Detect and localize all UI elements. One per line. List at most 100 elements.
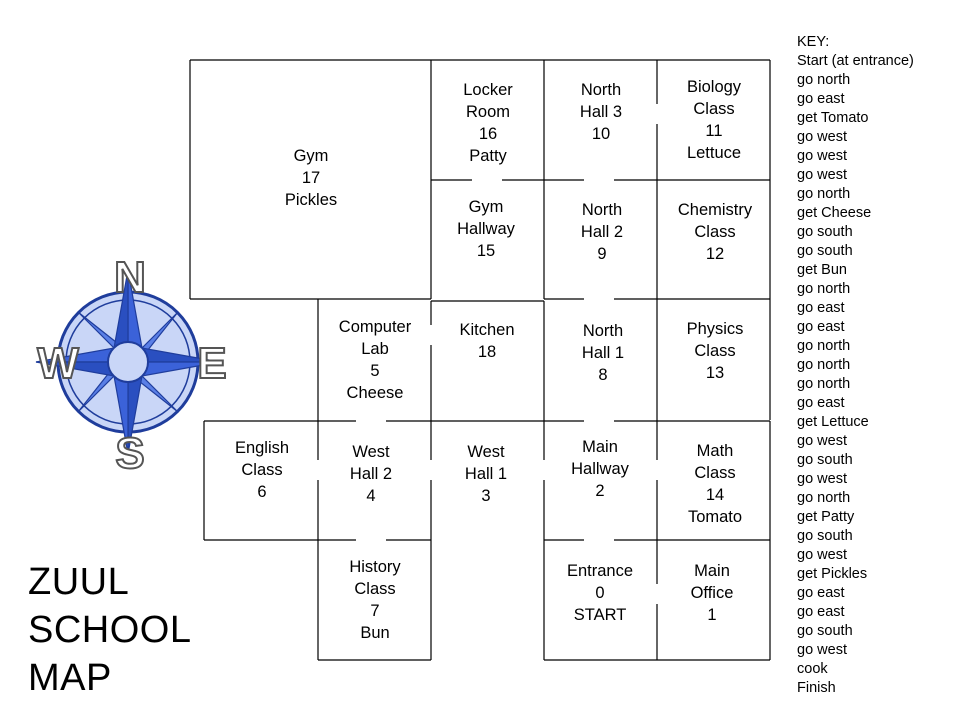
room-label-line: Biology [686,78,742,96]
room-label-line: English [234,439,290,457]
room-label-line: Bun [360,624,390,642]
room-label-line: Locker [463,81,513,99]
room-label-line: 9 [597,245,607,263]
room-label-line: North [580,81,622,99]
room-label-line: 13 [705,364,725,382]
room-label-line: 3 [481,487,491,505]
room-label-line: 16 [478,125,498,143]
key-step: go west [797,167,847,183]
room-label-line: Main [582,438,618,456]
room-label-line: Class [694,464,736,482]
compass-north-label: N [114,253,146,302]
map-title-line: ZUUL [28,561,130,603]
room-label-line: 15 [476,242,496,260]
room-label-line: Hallway [571,460,629,478]
room-label-line: Chemistry [677,201,753,219]
room-label-line: 2 [595,482,605,500]
room-label-line: North [581,201,623,219]
room-label-line: Tomato [687,508,743,526]
compass-west-label: W [37,339,79,388]
key-step: go east [797,319,845,335]
room-label-line: Gym [293,147,329,165]
key-step: go west [797,547,847,563]
key-step: Finish [797,680,836,696]
compass-south-label: S [115,429,144,474]
key-step: go south [797,623,853,639]
room-label-line: Computer [338,318,412,336]
key-step: go west [797,642,847,658]
room-label-line: 7 [370,602,380,620]
key-step: go south [797,452,853,468]
room-label-line: Office [690,584,734,602]
room-label-line: 6 [257,483,267,501]
map-title: ZUUL SCHOOL MAP [28,558,191,702]
map-title-line: SCHOOL [28,609,192,651]
room-label-line: Lettuce [686,144,742,162]
room-label-line: Class [354,580,396,598]
key-step: get Lettuce [797,414,869,430]
compass-rose-icon: N S E W [35,252,228,474]
room-label-line: Math [696,442,734,460]
room-label-line: Class [241,461,283,479]
key-step: get Patty [797,509,855,525]
room-label-line: Class [694,342,736,360]
key-step: go north [797,72,851,88]
room-label-line: North [582,322,624,340]
key-step: go east [797,395,845,411]
room-label-line: Hall 2 [349,465,393,483]
room-label-line: Kitchen [459,321,515,339]
room-label-line: Cheese [346,384,404,402]
key-step: go north [797,281,851,297]
key-step: go east [797,300,845,316]
key-step: Start (at entrance) [797,53,914,69]
room-label-line: West [352,443,390,461]
room-label-line: 11 [705,122,723,140]
key-step: go north [797,357,851,373]
room-label-line: 8 [598,366,608,384]
room-label-line: Room [465,103,510,121]
compass-east-label: E [197,339,226,388]
room-label-line: History [349,558,401,576]
key-step: go east [797,604,845,620]
room-label-line: Hallway [457,220,515,238]
room-label-line: 14 [705,486,725,504]
key-step: cook [797,661,828,677]
room-label-line: Hall 1 [464,465,508,483]
room-label-line: Patty [469,147,507,165]
room-label-line: START [573,606,627,624]
room-label-line: 12 [705,245,725,263]
room-label-line: Hall 3 [579,103,623,121]
key-step: go north [797,490,851,506]
room-label-line: 0 [595,584,605,602]
room-label-line: Physics [686,320,744,338]
key-step: go west [797,129,847,145]
key-step: get Bun [797,262,847,278]
key-step: get Pickles [797,566,868,582]
key-step: go west [797,471,847,487]
key-step: go west [797,433,847,449]
room-label-line: Entrance [566,562,634,580]
room-label-line: Gym [468,198,504,216]
room-label-line: 10 [591,125,611,143]
key-step: go west [797,148,847,164]
key-step: go east [797,91,845,107]
room-label-line: Pickles [284,191,338,209]
key-step: go north [797,376,851,392]
key-step: go north [797,338,851,354]
